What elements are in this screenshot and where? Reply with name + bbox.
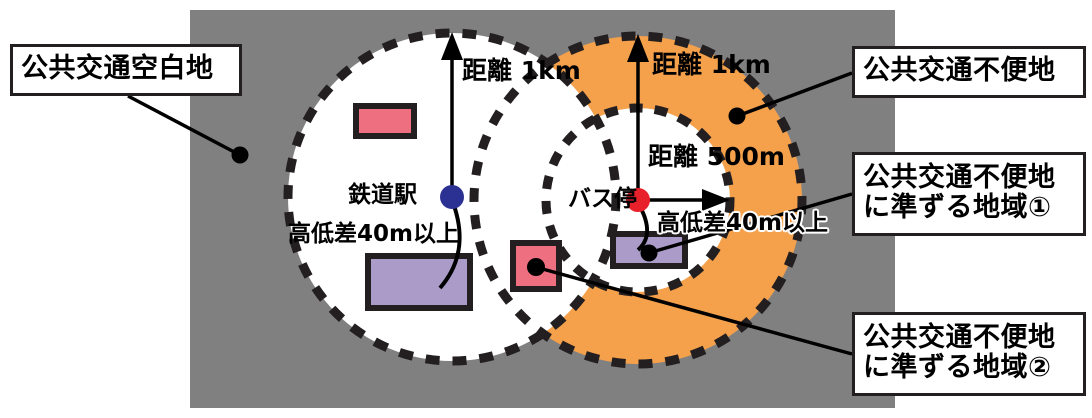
station-1km-dashed-outline bbox=[283, 28, 621, 366]
bus-1km-distance-arrow bbox=[627, 34, 649, 200]
callout-quasi-inconvenient-area-2: 公共交通不便地 に準ずる地域② bbox=[852, 312, 1086, 396]
leader-quasi2-area bbox=[527, 258, 853, 356]
leader-blank-area bbox=[127, 94, 249, 164]
bus-500m-distance-arrow bbox=[638, 189, 730, 211]
railway-station-dot bbox=[440, 185, 464, 209]
callout-public-transport-inconvenient-area: 公共交通不便地 bbox=[852, 46, 1086, 98]
callout-public-transport-blank-area: 公共交通空白地 bbox=[10, 44, 242, 96]
leader-inconvenient-area bbox=[728, 71, 853, 125]
leader-quasi1-area bbox=[640, 192, 853, 262]
pink-block-upper-left bbox=[353, 103, 417, 139]
bus-1km-dashed-outline bbox=[469, 31, 807, 369]
station-1km-distance-arrow bbox=[441, 32, 463, 197]
bus-stop-dot bbox=[626, 188, 650, 212]
callout-quasi-inconvenient-area-1: 公共交通不便地 に準ずる地域① bbox=[852, 152, 1086, 236]
